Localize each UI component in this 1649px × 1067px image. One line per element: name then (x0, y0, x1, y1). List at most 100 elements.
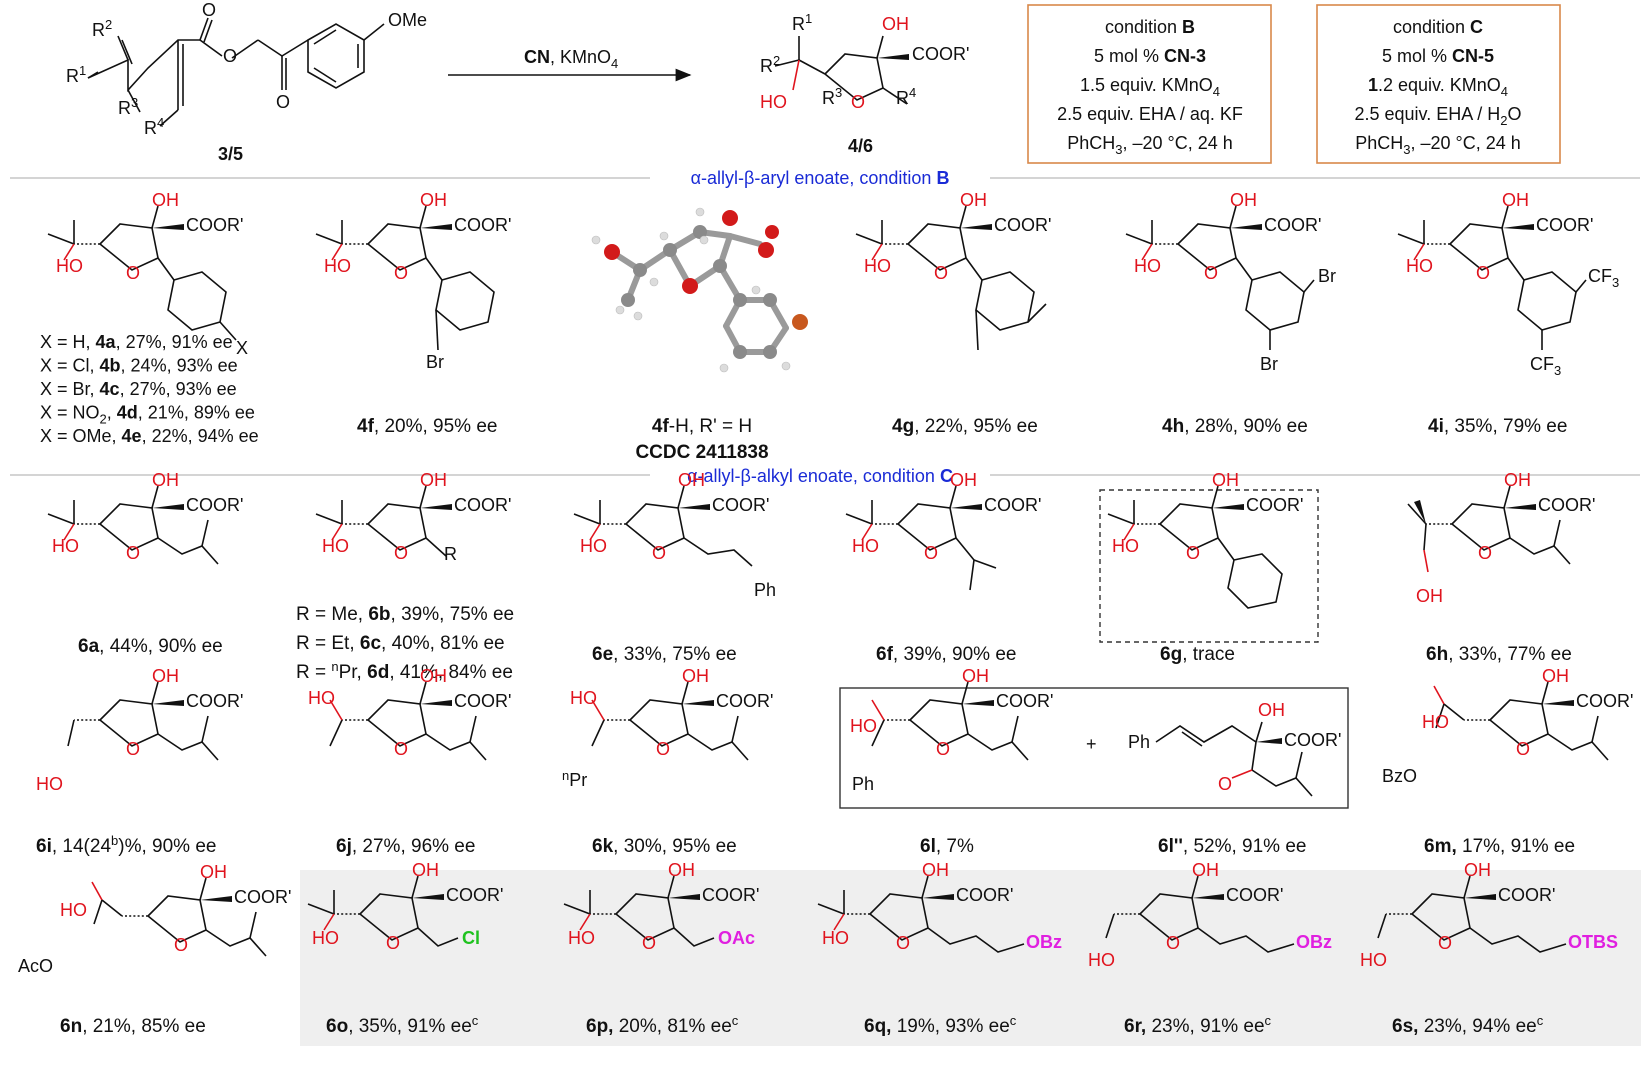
structure-6i-coor: COOR' (186, 691, 243, 711)
6f-caption: 6f, 39%, 90% ee (876, 644, 1017, 665)
svg-text:condition C: condition C (1393, 17, 1483, 37)
product-general-coor: COOR' (912, 44, 969, 64)
svg-text:5 mol % CN-3: 5 mol % CN-3 (1094, 46, 1206, 66)
6s-otbs: OTBS (1568, 932, 1618, 952)
aryl-x-list: X = H, 4a, 27%, 91% eeX = Cl, 4b, 24%, 9… (40, 332, 259, 446)
structure-6s (1377, 875, 1567, 953)
6l-ho: HO (850, 716, 877, 736)
structure-6k-coor: COOR' (716, 691, 773, 711)
6g-caption: 6g, trace (1160, 644, 1235, 665)
structure-6j-oh: OH (420, 666, 447, 686)
4i-ho: HO (1406, 256, 1433, 276)
structure-6n (91, 877, 267, 957)
substrate-carbonyl-o: O (202, 0, 216, 20)
4a-ho: HO (56, 256, 83, 276)
structure-6p-oh: OH (668, 860, 695, 880)
6f-ho: HO (852, 536, 879, 556)
4g-o: O (934, 263, 948, 283)
structure-6r-coor: COOR' (1226, 885, 1283, 905)
6n-aco: AcO (18, 956, 53, 976)
6p-ho: HO (568, 928, 595, 948)
structure-6j (329, 681, 487, 761)
6j-caption: 6j, 27%, 96% ee (336, 836, 475, 857)
structure-6h-coor: COOR' (1538, 495, 1595, 515)
6e-caption: 6e, 33%, 75% ee (592, 644, 737, 665)
6b-ho: HO (322, 536, 349, 556)
structure-6m-coor: COOR' (1576, 691, 1633, 711)
aryl-x-entry: X = Cl, 4b, 24%, 93% ee (40, 356, 238, 376)
structure-6h (1407, 485, 1571, 573)
4h-oh: OH (1230, 190, 1257, 210)
6h-oh-ch2: OH (1416, 586, 1443, 606)
4g-ho: HO (864, 256, 891, 276)
6e-ho: HO (580, 536, 607, 556)
6e-ph: Ph (754, 580, 776, 600)
6n-caption: 6n, 21%, 85% ee (60, 1016, 206, 1037)
product-general-ho: HO (760, 92, 787, 112)
4h-br-bottom: Br (1260, 354, 1278, 374)
structure-6j-coor: COOR' (454, 691, 511, 711)
structure-6g-coor: COOR' (1246, 495, 1303, 515)
structure-6l-o: O (936, 739, 950, 759)
structure-6e-o: O (652, 543, 666, 563)
6bcd-caption: R = Et, 6c, 40%, 81% ee (296, 633, 505, 654)
6l-ph: Ph (852, 774, 874, 794)
4f-caption: 4f, 20%, 95% ee (357, 416, 498, 437)
structure-6a-o: O (126, 543, 140, 563)
4i-oh: OH (1502, 190, 1529, 210)
svg-text:condition B: condition B (1105, 17, 1195, 37)
svg-text:2.5 equiv. EHA / H2O: 2.5 equiv. EHA / H2O (1355, 104, 1522, 128)
structure-4h (1125, 205, 1315, 350)
structure-6bcd (315, 485, 452, 557)
svg-text:PhCH3, –20 °C, 24 h: PhCH3, –20 °C, 24 h (1355, 133, 1521, 157)
ccdc-number: CCDC 2411838 (635, 442, 768, 463)
6l2-caption: 6l'', 52%, 91% ee (1158, 836, 1306, 857)
structure-6f-coor: COOR' (984, 495, 1041, 515)
4f-o: O (394, 263, 408, 283)
structure-6o-coor: COOR' (446, 885, 503, 905)
substrate-label: 3/5 (218, 144, 243, 164)
structure-6e-oh: OH (678, 470, 705, 490)
4h-caption: 4h, 28%, 90% ee (1162, 416, 1308, 437)
structure-6m (1433, 681, 1609, 761)
4f-br: Br (426, 352, 444, 372)
aryl-x-entry: X = Br, 4c, 27%, 93% ee (40, 379, 237, 399)
6m-bzo: BzO (1382, 766, 1417, 786)
4g-caption: 4g, 22%, 95% ee (892, 416, 1038, 437)
product-general-o: O (851, 92, 865, 112)
structure-4g (855, 205, 1047, 351)
structure-6o-o: O (386, 933, 400, 953)
structure-6f-oh: OH (950, 470, 977, 490)
structure-6r-o: O (1166, 933, 1180, 953)
structure-6i-oh: OH (152, 666, 179, 686)
6m-caption: 6m, 17%, 91% ee (1424, 836, 1575, 857)
structure-6g-o: O (1186, 543, 1200, 563)
svg-text:1.2 equiv. KMnO4: 1.2 equiv. KMnO4 (1368, 75, 1508, 99)
structure-6q-coor: COOR' (956, 885, 1013, 905)
4i-caption: 4i, 35%, 79% ee (1428, 416, 1567, 437)
6r-ho: HO (1088, 950, 1115, 970)
structure-6bcd-o: O (394, 543, 408, 563)
6l2-oh: OH (1258, 700, 1285, 720)
6a-ho: HO (52, 536, 79, 556)
section1-title: α-allyl-β-aryl enoate, condition B (691, 168, 950, 188)
structure-4f (315, 205, 495, 351)
structure-6i-o: O (126, 739, 140, 759)
6s-caption: 6s, 23%, 94% eec (1392, 1013, 1544, 1037)
6l-caption: 6l, 7% (920, 836, 974, 857)
aryl-x-entry: X = OMe, 4e, 22%, 94% ee (40, 426, 259, 446)
structure-6l-oh: OH (962, 666, 989, 686)
4h-br-top: Br (1318, 266, 1336, 286)
6l2-o: O (1218, 774, 1232, 794)
4a-x: X (236, 338, 248, 358)
structure-4i (1397, 205, 1587, 350)
4f-h-caption: 4f-H, R' = H (652, 416, 752, 437)
6a-caption: 6a, 44%, 90% ee (78, 636, 223, 657)
structure-6n-coor: COOR' (234, 887, 291, 907)
substrate-ester-o: O (223, 46, 237, 66)
6l2-ph: Ph (1128, 732, 1150, 752)
structure-6s-coor: COOR' (1498, 885, 1555, 905)
structure-6l2 (1155, 721, 1313, 797)
4f-ho: HO (324, 256, 351, 276)
